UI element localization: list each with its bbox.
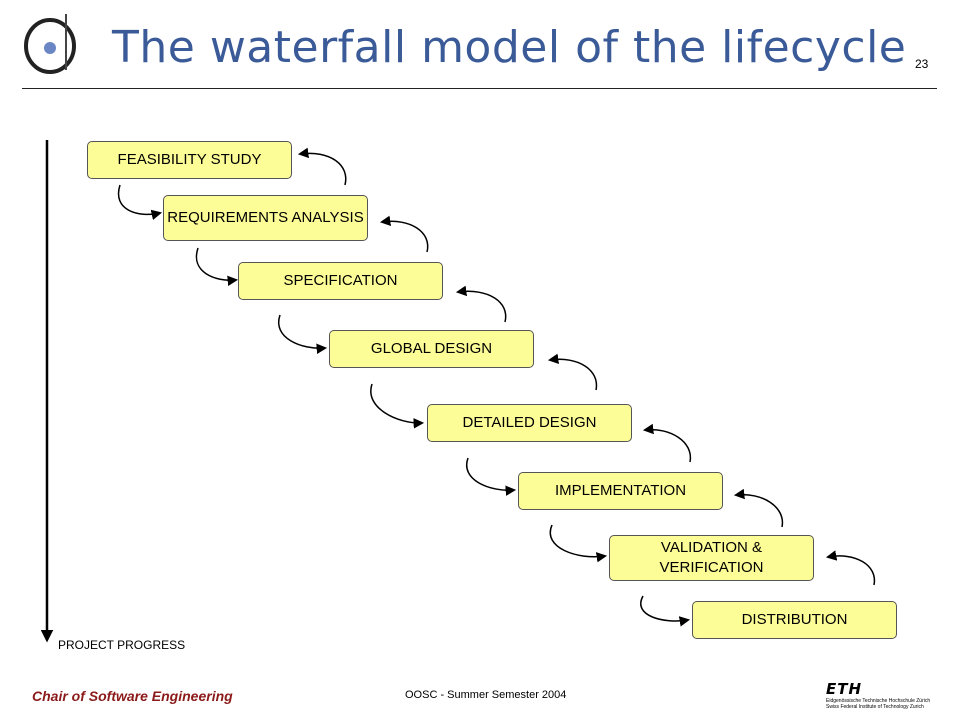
- feedback-arrow: [733, 488, 784, 528]
- stage-requirements-analysis: REQUIREMENTS ANALYSIS: [163, 195, 368, 241]
- forward-arrow: [370, 383, 425, 429]
- feedback-arrow: [547, 353, 598, 391]
- forward-arrow: [117, 184, 163, 220]
- stage-implementation: IMPLEMENTATION: [518, 472, 723, 510]
- forward-arrow: [549, 524, 608, 563]
- header-divider: [22, 88, 937, 89]
- stage-validation-verification: VALIDATION & VERIFICATION: [609, 535, 814, 581]
- stage-feasibility-study: FEASIBILITY STUDY: [87, 141, 292, 179]
- forward-arrow: [465, 457, 517, 496]
- feedback-arrow: [379, 215, 429, 253]
- chair-logo-icon: [24, 14, 76, 74]
- forward-arrow: [277, 314, 328, 354]
- footer-course: OOSC - Summer Semester 2004: [405, 689, 567, 701]
- feedback-arrow: [642, 423, 692, 463]
- stage-global-design: GLOBAL DESIGN: [329, 330, 534, 368]
- page-number: 23: [915, 57, 929, 71]
- stage-distribution: DISTRIBUTION: [692, 601, 897, 639]
- slide-title: The waterfall model of the lifecycle: [112, 22, 907, 73]
- eth-mark: ETH: [826, 680, 863, 698]
- stage-detailed-design: DETAILED DESIGN: [427, 404, 632, 442]
- stage-specification: SPECIFICATION: [238, 262, 443, 300]
- eth-line-2: Swiss Federal Institute of Technology Zu…: [826, 704, 924, 710]
- eth-logo: ETH Eidgenössische Technische Hochschule…: [826, 680, 946, 714]
- feedback-arrow: [455, 285, 507, 323]
- project-progress-label: PROJECT PROGRESS: [58, 638, 186, 652]
- forward-arrow: [640, 595, 691, 627]
- forward-arrow: [195, 247, 239, 287]
- eth-line-1: Eidgenössische Technische Hochschule Zür…: [826, 698, 931, 704]
- footer-chair-name: Chair of Software Engineering: [32, 688, 233, 704]
- feedback-arrow: [825, 550, 876, 586]
- feedback-arrow: [297, 147, 347, 186]
